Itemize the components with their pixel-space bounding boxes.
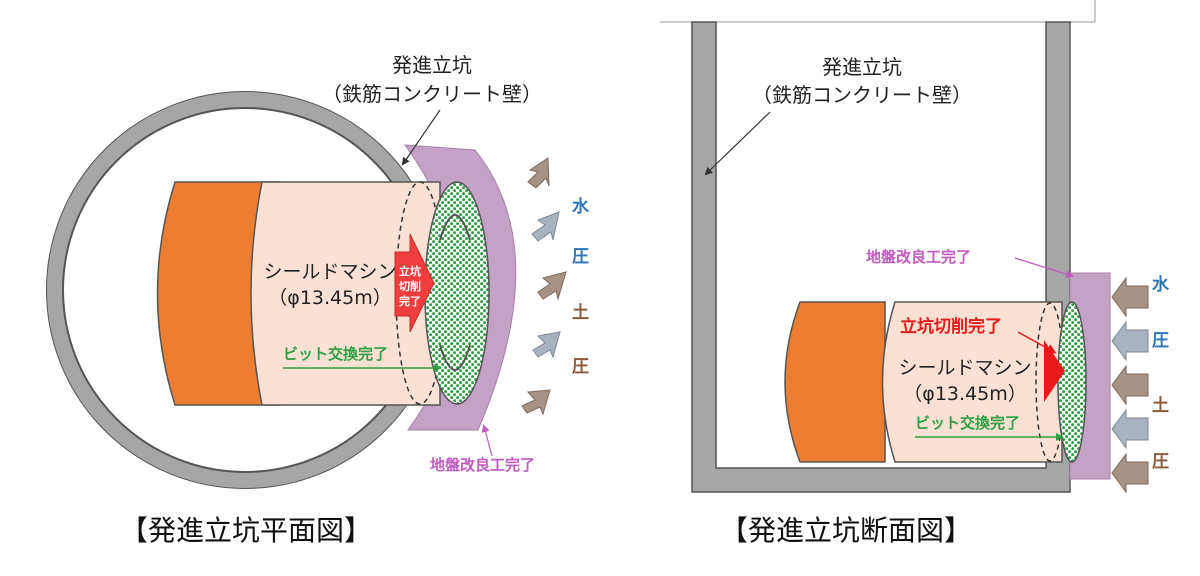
plan-bit-complete-label: ビット交換完了 [283, 345, 388, 363]
plan-machine-label-line1: シールドマシン [263, 261, 396, 283]
section-machine-label-line2: （φ13.45m） [903, 383, 1026, 405]
plan-view: 発進立坑 （鉄筋コンクリート壁） シールドマシン （φ13.45m） 立坑 切削… [46, 53, 590, 547]
section-cut-arrow [1044, 340, 1065, 402]
section-machine-rear [784, 301, 886, 463]
section-caption: 【発進立坑断面図】 [720, 514, 972, 547]
section-cut-complete-label: 立坑切削完了 [900, 316, 1002, 337]
section-pressure-arrows [1111, 276, 1149, 494]
section-pressure-soil: 土 [1152, 395, 1169, 416]
plan-machine-rear [156, 181, 281, 406]
plan-pressure-water: 水 [572, 196, 590, 217]
plan-machine-label-line2: （φ13.45m） [268, 287, 391, 309]
section-cutter-face [1057, 301, 1087, 463]
section-ground-improvement-label: 地盤改良工完了 [866, 248, 971, 266]
plan-pressure-atsu1: 圧 [572, 247, 589, 267]
plan-caption: 【発進立坑平面図】 [120, 514, 372, 547]
section-pressure-water: 水 [1152, 274, 1170, 295]
section-machine-label-line1: シールドマシン [898, 357, 1031, 379]
section-shaft-label-line1: 発進立坑 [822, 55, 902, 79]
section-machine-body [881, 301, 1063, 463]
plan-cut-complete-arrow [394, 233, 435, 333]
section-pressure-atsu2: 圧 [1152, 452, 1169, 472]
section-view: 発進立坑 （鉄筋コンクリート壁） 地盤改良工完了 立坑切削完了 シールドマシン … [660, 0, 1170, 547]
section-pressure-atsu1: 圧 [1152, 331, 1169, 351]
plan-shaft-label-line2: （鉄筋コンクリート壁） [322, 82, 542, 106]
plan-pressure-atsu2: 圧 [572, 357, 589, 377]
plan-shaft-label-line1: 発進立坑 [392, 53, 472, 77]
plan-cut-complete-3: 完了 [399, 294, 421, 308]
plan-pressure-soil: 土 [572, 302, 589, 323]
plan-pressure-arrows [521, 157, 567, 416]
section-shaft-wall [691, 21, 1071, 493]
plan-ground-improvement-label: 地盤改良工完了 [430, 456, 535, 474]
plan-cut-complete-1: 立坑 [399, 264, 421, 278]
plan-machine-body [250, 181, 441, 406]
plan-cut-complete-2: 切削 [399, 279, 421, 293]
section-bit-complete-label: ビット交換完了 [915, 414, 1020, 432]
section-shaft-label-line2: （鉄筋コンクリート壁） [752, 83, 972, 107]
